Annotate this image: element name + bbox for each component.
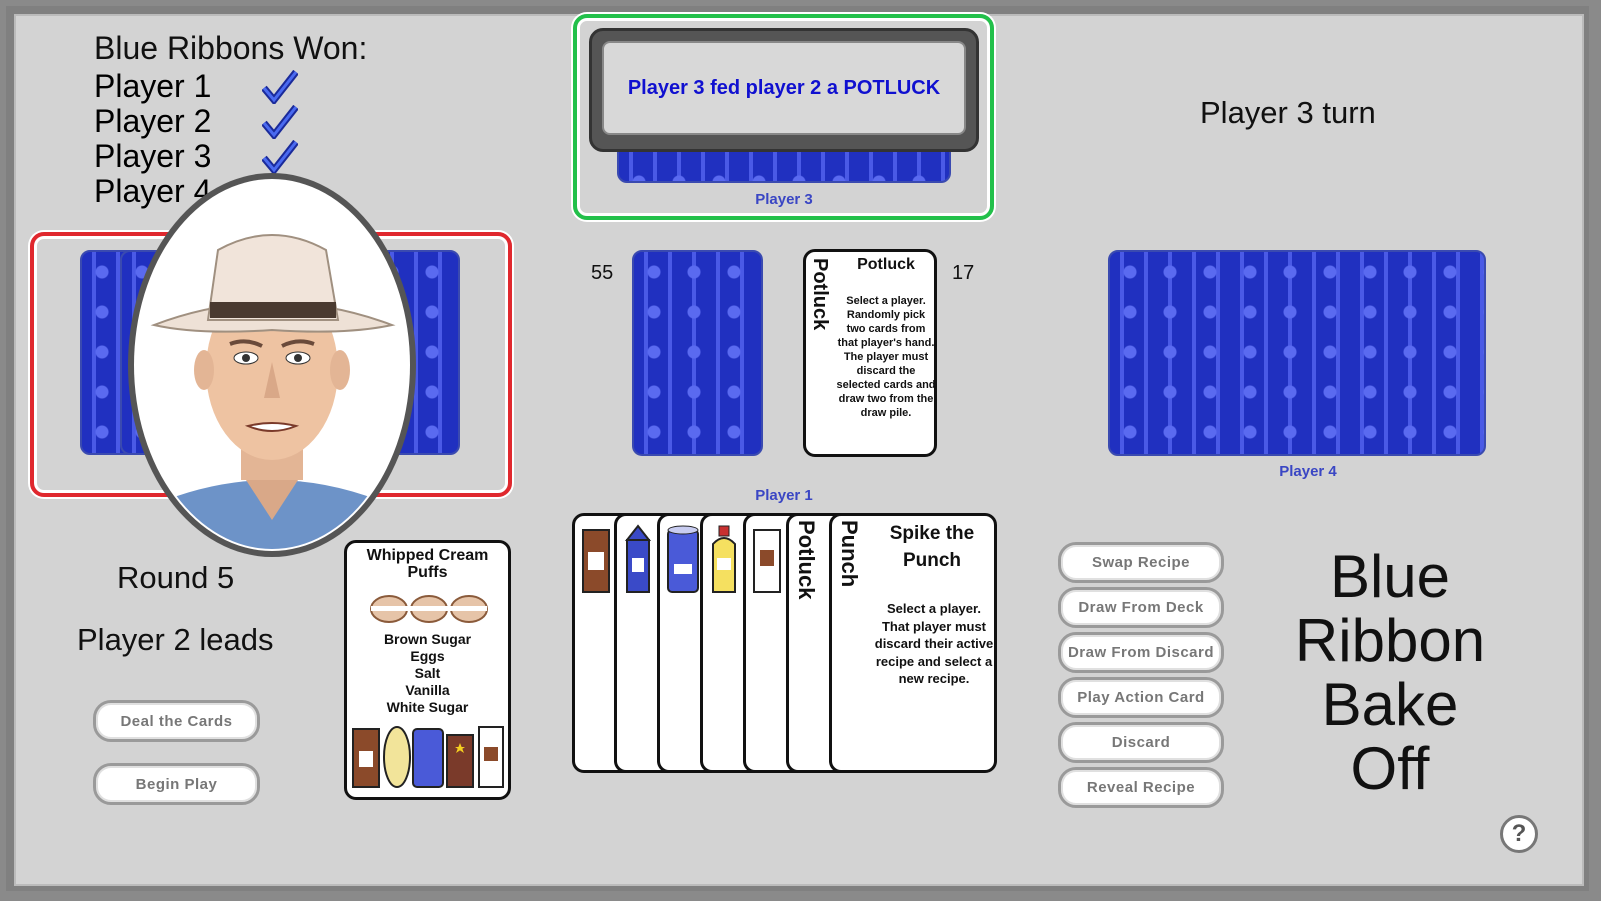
card-side-title: Punch [837,520,862,588]
brown-sugar-icon [582,529,610,593]
ingredient: White Sugar [386,699,469,715]
play-action-card-button[interactable]: Play Action Card [1058,677,1224,718]
card-side-title: Potluck [794,520,819,600]
reveal-recipe-button[interactable]: Reveal Recipe [1058,767,1224,808]
card-text: Select a player. That player must discar… [874,601,994,686]
discard-button[interactable]: Discard [1058,722,1224,763]
ribbon-row-player-3: Player 3 [94,138,211,175]
checkmark-icon [261,104,299,141]
game-title-line: Off [1350,735,1430,802]
game-title-line: Blue [1329,543,1451,610]
card-side-title: Potluck [809,258,831,331]
flour-icon [624,524,652,593]
message-panel: Player 3 fed player 2 a POTLUCK [589,28,979,152]
game-title-line: Bake [1321,671,1459,738]
ribbon-row-player-4: Player 4 [94,173,211,210]
deck-count: 55 [591,262,614,284]
message-text: Player 3 fed player 2 a POTLUCK [627,76,941,99]
ribbon-player-name: Player 2 [94,103,212,139]
ingredient: Brown Sugar [383,631,472,647]
recipe-title: Whipped Cream Puffs [366,547,489,581]
discard-count: 17 [952,262,975,284]
card-text: Select a player. Randomly pick two cards… [836,295,936,419]
card-title: Spike the Punch [889,523,975,571]
ingredient-icons [351,723,506,789]
player-3-label: Player 3 [755,191,813,208]
oil-bottle-icon [712,525,736,593]
opponent-portrait [126,170,418,560]
game-title-line: Ribbon [1294,607,1486,674]
leader-label: Player 2 leads [77,622,274,657]
ingredient: Salt [414,665,441,681]
discard-pile-top-card[interactable]: Potluck Potluck Select a player. Randoml… [803,249,937,457]
game-title: Blue Ribbon Bake Off [1265,545,1515,801]
draw-deck[interactable] [632,250,763,456]
checkmark-icon [261,69,299,106]
draw-from-discard-button[interactable]: Draw From Discard [1058,632,1224,673]
ribbon-row-player-1: Player 1 [94,68,211,105]
begin-play-button[interactable]: Begin Play [93,763,260,805]
white-sugar-icon [753,529,781,593]
checkmark-icon [261,139,299,176]
player-4-label: Player 4 [1279,463,1337,480]
help-button[interactable]: ? [1500,815,1538,853]
turn-label: Player 3 turn [1200,95,1376,130]
ingredient: Vanilla [405,682,450,698]
ribbon-row-player-2: Player 2 [94,103,211,140]
round-label: Round 5 [117,560,235,595]
ribbon-player-name: Player 3 [94,138,212,174]
draw-from-deck-button[interactable]: Draw From Deck [1058,587,1224,628]
ingredient-list: Brown Sugar Eggs Salt Vanilla White Suga… [347,631,508,716]
ribbon-player-name: Player 1 [94,68,212,104]
ribbon-player-name: Player 4 [94,173,212,209]
hand-card-spike-the-punch[interactable]: Punch Spike the Punch Select a player. T… [829,513,997,773]
player-3-hand-area [573,14,994,220]
cream-puffs-icon [369,593,489,625]
deal-cards-button[interactable]: Deal the Cards [93,700,260,742]
card-title: Potluck [857,256,915,273]
ingredient: Eggs [410,648,445,664]
ribbons-title: Blue Ribbons Won: [94,30,368,66]
message-box: Player 3 fed player 2 a POTLUCK [602,41,966,135]
swap-recipe-button[interactable]: Swap Recipe [1058,542,1224,583]
recipe-card[interactable]: Whipped Cream Puffs Brown Sugar Eggs Sal… [344,540,511,800]
player-4-cards[interactable] [1108,250,1486,456]
salt-icon [667,525,699,593]
player-1-label: Player 1 [755,487,813,504]
